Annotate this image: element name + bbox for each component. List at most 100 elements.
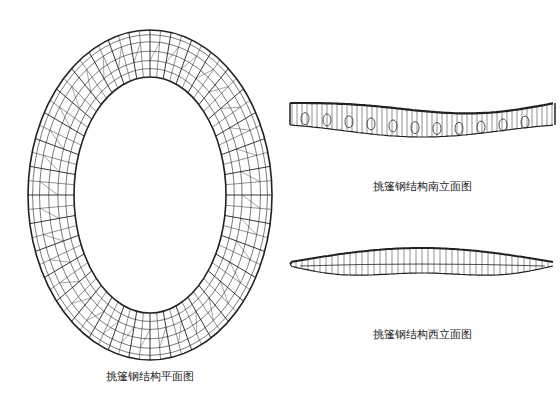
radial-truss xyxy=(182,45,201,88)
radial-truss xyxy=(204,278,237,311)
truss-web xyxy=(457,113,458,135)
radial-truss xyxy=(204,78,237,111)
radial-truss xyxy=(89,52,112,93)
truss-web xyxy=(357,105,358,133)
truss-web xyxy=(497,112,498,131)
radial-truss xyxy=(30,166,75,174)
radial-truss xyxy=(194,60,220,99)
truss-web xyxy=(326,256,327,273)
radial-truss xyxy=(32,152,76,164)
radial-truss xyxy=(170,309,182,354)
radial-truss xyxy=(225,166,270,174)
radial-truss xyxy=(212,100,250,127)
truss-web xyxy=(512,255,513,273)
truss-web xyxy=(542,105,543,126)
diagonal-brace xyxy=(40,182,58,195)
truss-web xyxy=(548,261,549,267)
truss-web xyxy=(482,251,483,275)
truss-web xyxy=(344,254,345,275)
column-node xyxy=(477,121,485,133)
truss-web xyxy=(487,113,488,133)
truss-web xyxy=(392,249,393,274)
radial-truss xyxy=(129,33,137,79)
radial-truss xyxy=(28,195,74,196)
ring-chord xyxy=(58,61,242,330)
diagonal-brace xyxy=(241,172,260,182)
diagonal-brace xyxy=(221,107,241,108)
diagonal-brace xyxy=(50,260,70,262)
diagonal-brace xyxy=(50,130,64,149)
truss-web xyxy=(327,103,328,128)
column-node xyxy=(455,122,463,134)
radial-truss xyxy=(194,292,220,331)
radial-truss xyxy=(163,311,171,357)
radial-truss xyxy=(150,30,151,77)
truss-web xyxy=(407,109,408,136)
diagonal-brace xyxy=(103,56,105,78)
radial-truss xyxy=(221,139,264,155)
truss-web xyxy=(380,250,381,275)
end-edge xyxy=(289,103,291,125)
truss-web xyxy=(302,260,303,269)
truss-web xyxy=(312,103,313,127)
west-elevation xyxy=(290,248,553,275)
truss-web xyxy=(440,248,441,273)
truss-web xyxy=(434,248,435,273)
radial-truss xyxy=(108,40,124,84)
column-node xyxy=(301,113,309,125)
radial-truss xyxy=(30,215,75,223)
radial-truss xyxy=(223,226,267,238)
truss-web xyxy=(332,103,333,129)
truss-web xyxy=(292,103,293,125)
diagonal-brace xyxy=(242,195,260,208)
truss-web xyxy=(382,107,383,135)
drawing-title: 挑篷钢结构南立面图 xyxy=(373,180,472,193)
diagonal-brace xyxy=(230,262,241,283)
diagonal-brace xyxy=(87,311,104,320)
radial-truss xyxy=(212,263,250,290)
ring-chord xyxy=(74,77,226,313)
radial-truss xyxy=(157,313,161,360)
truss-web xyxy=(422,111,423,137)
truss-web xyxy=(404,248,405,273)
radial-truss xyxy=(80,292,106,331)
diagonal-brace xyxy=(196,69,213,78)
diagonal-brace xyxy=(160,327,166,347)
truss-web xyxy=(356,252,357,275)
radial-truss xyxy=(223,152,267,164)
column-node xyxy=(367,118,375,130)
radial-truss xyxy=(44,254,84,278)
ring-chord xyxy=(49,51,252,339)
radial-truss xyxy=(64,278,97,311)
diagonal-brace xyxy=(103,321,118,334)
south-elevation xyxy=(290,103,555,137)
truss-web xyxy=(452,249,453,274)
diagonal-brace xyxy=(40,208,59,218)
truss-web xyxy=(552,104,553,126)
radial-truss xyxy=(208,89,243,119)
radial-truss xyxy=(199,69,229,105)
truss-web xyxy=(397,108,398,136)
truss-web xyxy=(506,255,507,275)
truss-web xyxy=(362,251,363,275)
middle-chord xyxy=(300,264,545,266)
radial-truss xyxy=(176,306,192,350)
truss-web xyxy=(536,259,537,270)
truss-web xyxy=(367,105,368,133)
diagonal-brace xyxy=(230,128,250,130)
roof-top-chord xyxy=(290,248,553,264)
truss-web xyxy=(317,103,318,127)
truss-web xyxy=(446,249,447,274)
radial-truss xyxy=(226,181,272,185)
roof-top-chord xyxy=(290,103,553,113)
radial-truss xyxy=(188,297,211,338)
truss-web xyxy=(442,113,443,137)
truss-web xyxy=(494,253,495,275)
truss-web xyxy=(464,250,465,275)
truss-web xyxy=(416,248,417,273)
truss-web xyxy=(518,256,519,273)
diagonal-brace xyxy=(179,321,182,343)
truss-web xyxy=(542,260,543,268)
radial-truss xyxy=(32,226,76,238)
